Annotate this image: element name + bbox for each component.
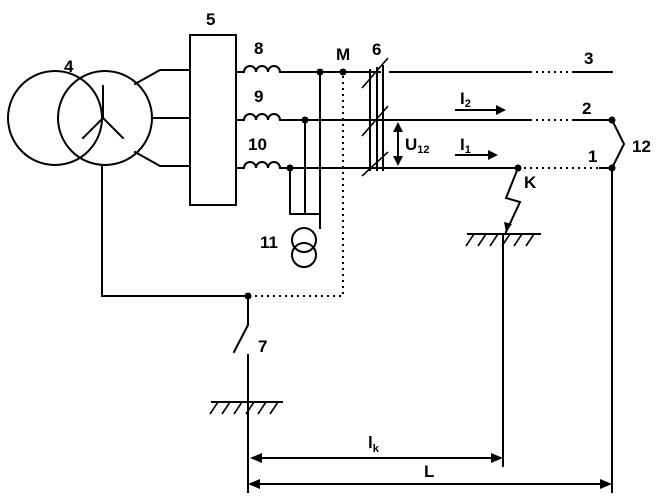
reactor-bot-label: 10 [248, 135, 267, 154]
fault-k-label: K [524, 173, 537, 192]
current-i1-label: I1 [460, 135, 471, 156]
earth-switch-label: 7 [258, 337, 267, 356]
shorting-link [609, 117, 625, 493]
fault-k [466, 165, 540, 467]
line-1-label: 1 [588, 147, 597, 166]
node-m-label: M [336, 45, 350, 64]
reactor-mid-label: 9 [254, 87, 263, 106]
transformer-label: 4 [64, 57, 74, 76]
voltage-transformer [290, 72, 320, 267]
line-2-label: 2 [582, 99, 591, 118]
current-i2-label: I2 [460, 89, 471, 110]
shorting-link-label: 12 [632, 137, 651, 156]
voltage-u12-arrow [393, 122, 403, 166]
neutral-earth-switch [102, 165, 282, 492]
disconnector-label: 6 [372, 40, 381, 59]
disconnector [355, 58, 388, 176]
transformer [8, 71, 152, 165]
voltage-u12-label: U12 [405, 135, 430, 156]
transformer-leads [135, 70, 190, 166]
distance-lk-label: lk [368, 433, 380, 455]
node-m [340, 69, 347, 76]
distance-l-label: L [424, 462, 434, 481]
reactor-top-label: 8 [254, 39, 263, 58]
line-3-label: 3 [584, 49, 593, 68]
vt-label: 11 [260, 233, 278, 252]
circuit-breaker [190, 35, 236, 205]
breaker-label: 5 [206, 10, 215, 29]
